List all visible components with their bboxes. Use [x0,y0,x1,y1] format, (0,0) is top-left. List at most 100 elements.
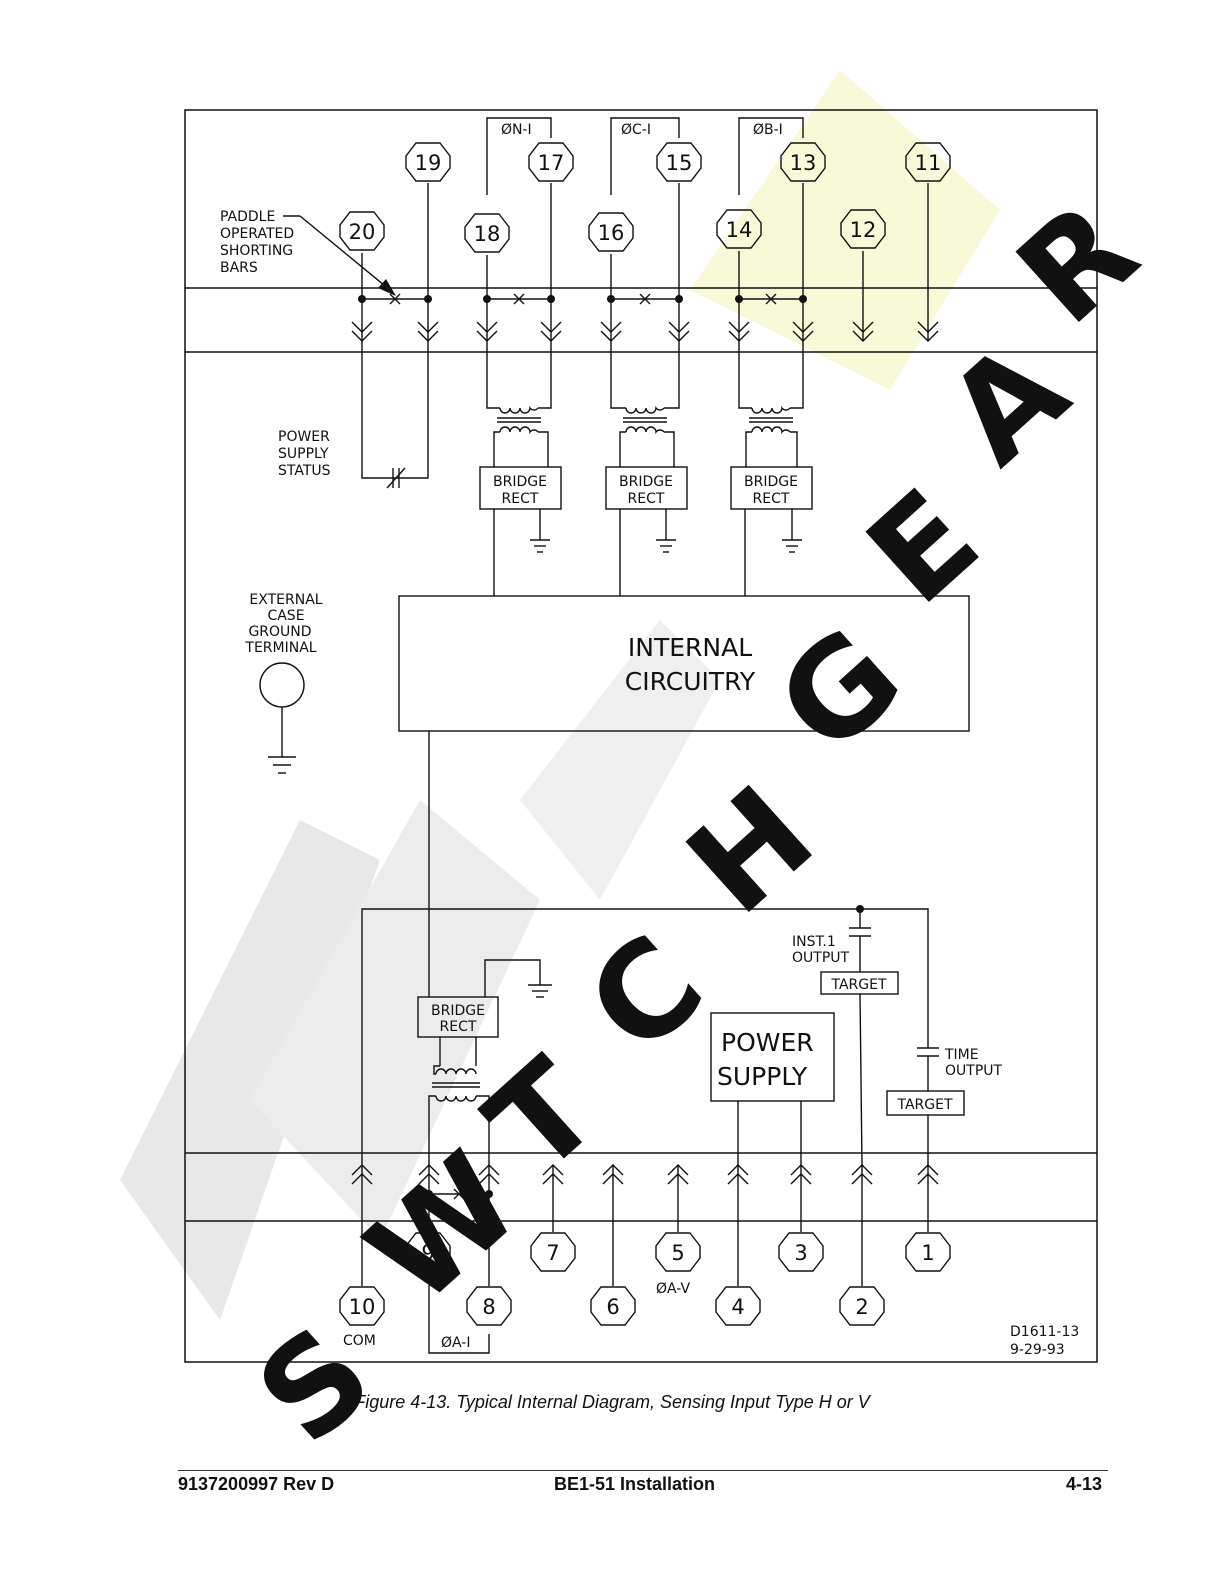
svg-text:13: 13 [790,151,817,175]
terminal-15: 15 [656,142,702,182]
phase-n-i-label: ØN-I [501,122,532,138]
drawing-date: 9-29-93 [1010,1342,1065,1358]
time-output-label: TIME OUTPUT [944,1047,1003,1079]
terminal-20: 20 [339,211,385,251]
svg-text:8: 8 [482,1295,495,1319]
svg-text:9: 9 [421,1241,434,1265]
svg-text:TARGET: TARGET [830,977,886,993]
bottom-connectors [351,1164,939,1286]
svg-text:4: 4 [731,1295,744,1319]
svg-text:CIRCUITRY: CIRCUITRY [625,667,756,696]
watermark-letter: G [749,599,930,783]
bridge-rect-1: BRIDGE RECT [479,466,562,510]
watermark: S W T C H G E A R [120,70,1165,1473]
terminal-1: 1 [905,1232,951,1272]
watermark-letter: R [989,173,1165,353]
com-label: COM [343,1333,376,1349]
terminal-9: 9 [405,1232,451,1272]
terminal-16: 16 [588,212,634,252]
svg-text:2: 2 [855,1295,868,1319]
terminal-10: 10 [339,1286,385,1326]
input-transformer-a [428,1037,490,1165]
svg-text:EXTERNAL: EXTERNAL [249,592,322,608]
svg-text:16: 16 [598,221,625,245]
input-transformer-n [486,340,552,467]
terminal-14: 14 [716,209,762,249]
svg-text:BRIDGE: BRIDGE [744,474,798,490]
svg-text:12: 12 [850,218,877,242]
terminal-19: 19 [405,142,451,182]
svg-text:POWER: POWER [278,429,330,445]
phase-a-v-label: ØA-V [656,1281,691,1297]
top-terminals: 19 17 15 13 11 20 18 16 [339,142,951,340]
bridge-rect-3: BRIDGE RECT [730,466,813,510]
bridge-rect-2: BRIDGE RECT [605,466,688,510]
svg-text:INTERNAL: INTERNAL [628,633,752,662]
svg-text:INST.1: INST.1 [792,934,836,950]
svg-text:TIME: TIME [944,1047,979,1063]
watermark-letter: C [559,906,732,1083]
svg-text:RECT: RECT [628,491,665,507]
bridge-to-circuitry-wires [493,509,746,596]
watermark-letter: E [839,461,1007,633]
svg-text:1: 1 [921,1241,934,1265]
svg-text:RECT: RECT [502,491,539,507]
target-inst: TARGET [820,971,899,995]
svg-text:3: 3 [794,1241,807,1265]
svg-text:OUTPUT: OUTPUT [945,1063,1003,1079]
svg-text:STATUS: STATUS [278,463,331,479]
terminal-2: 2 [839,1286,885,1326]
inst-output-label: INST.1 OUTPUT [792,934,850,966]
diagram-frame [184,109,1098,1363]
paddle-label: PADDLE OPERATED SHORTING BARS [220,209,294,276]
svg-text:PADDLE: PADDLE [220,209,275,225]
svg-text:BARS: BARS [220,260,258,276]
drawing-id: D1611-13 [1010,1324,1079,1340]
svg-text:TARGET: TARGET [896,1097,952,1113]
power-supply-status-circuit [361,340,429,489]
svg-text:BRIDGE: BRIDGE [493,474,547,490]
watermark-letter: H [659,757,842,943]
svg-text:5: 5 [671,1241,684,1265]
terminal-18: 18 [464,213,510,253]
svg-text:15: 15 [666,151,693,175]
svg-text:SHORTING: SHORTING [220,243,293,259]
svg-text:11: 11 [915,151,942,175]
terminal-4: 4 [715,1286,761,1326]
svg-text:TERMINAL: TERMINAL [244,640,316,656]
terminal-11: 11 [905,142,951,182]
svg-text:18: 18 [474,222,501,246]
svg-text:CASE: CASE [267,608,304,624]
phase-a-i-label: ØA-I [441,1335,470,1351]
svg-text:POWER: POWER [721,1028,814,1057]
terminal-12: 12 [840,209,886,249]
input-transformer-b [738,340,804,467]
input-transformer-c [610,340,680,467]
phase-b-i-label: ØB-I [753,122,783,138]
top-phase-brackets: ØN-I ØC-I ØB-I [486,117,804,195]
watermark-letter: A [919,313,1095,493]
svg-text:OPERATED: OPERATED [220,226,294,242]
footer-rule [178,1470,1108,1471]
svg-text:20: 20 [349,220,376,244]
svg-text:14: 14 [726,218,753,242]
svg-text:RECT: RECT [440,1019,477,1035]
svg-text:6: 6 [606,1295,619,1319]
svg-text:OUTPUT: OUTPUT [792,950,850,966]
terminal-5: 5 [655,1232,701,1272]
lower-wiring [361,731,939,1166]
internal-circuitry-block: INTERNAL CIRCUITRY [398,595,970,732]
footer-doc-number: 9137200997 Rev D [178,1474,335,1494]
power-supply-status-label: POWER SUPPLY STATUS [278,429,331,479]
terminal-3: 3 [778,1232,824,1272]
svg-text:SUPPLY: SUPPLY [278,446,329,462]
external-ground-label: EXTERNAL CASE GROUND TERMINAL [244,592,322,656]
svg-text:GROUND: GROUND [248,624,311,640]
bridge-rect-4: BRIDGE RECT [417,996,499,1038]
svg-text:10: 10 [349,1295,376,1319]
bottom-labels: COM ØA-V ØA-I D1611-13 9-29-93 [343,1281,1079,1358]
terminal-6: 6 [590,1286,636,1326]
phase-c-i-label: ØC-I [621,122,651,138]
terminal-17: 17 [528,142,574,182]
